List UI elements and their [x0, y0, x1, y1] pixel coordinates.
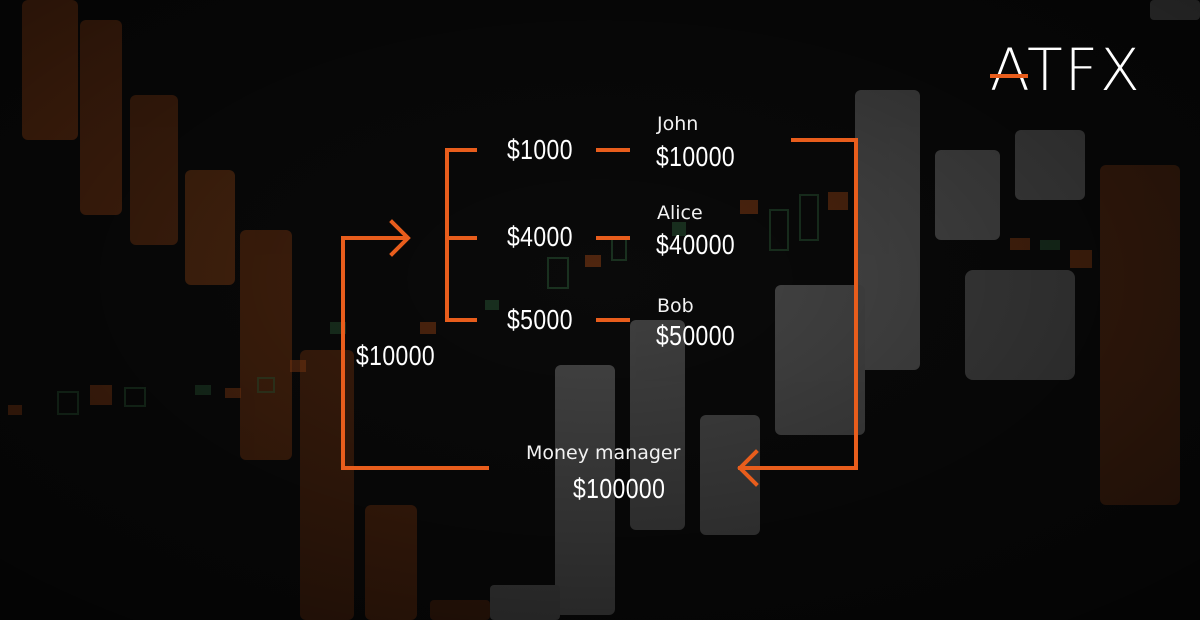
bob-investment: $5000: [507, 304, 573, 335]
bob-name: Bob: [657, 295, 694, 317]
john-investment: $1000: [507, 134, 573, 165]
alice-name: Alice: [657, 202, 703, 224]
pooled-amount: $10000: [356, 340, 436, 371]
manager-inflow-line: [738, 138, 858, 470]
manager-balance: $100000: [573, 473, 666, 504]
pool-arrowhead: [389, 219, 411, 257]
manager-arrowhead: [737, 449, 759, 487]
atfx-logo: ATFX: [990, 38, 1170, 102]
alice-balance: $40000: [656, 229, 736, 260]
pool-return-line: [341, 236, 489, 470]
bob-balance: $50000: [656, 320, 736, 351]
logo-text: ATFX: [990, 36, 1142, 104]
john-name: John: [657, 113, 699, 135]
alice-investment: $4000: [507, 221, 573, 252]
logo-accent-bar: [990, 74, 1028, 78]
john-balance: $10000: [656, 141, 736, 172]
manager-label: Money manager: [526, 442, 681, 464]
investor-bracket: [445, 148, 477, 322]
